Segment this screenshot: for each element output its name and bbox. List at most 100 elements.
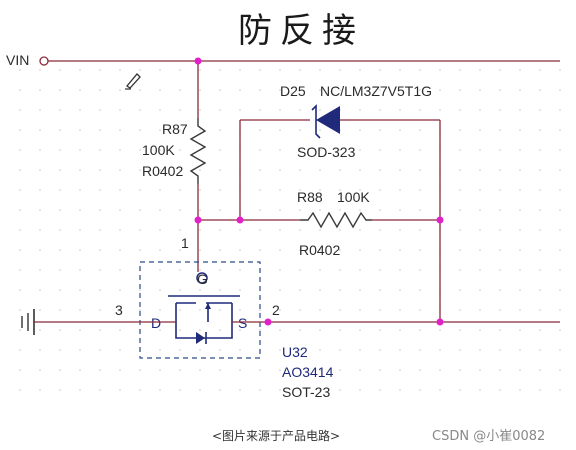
grid-dot	[79, 229, 81, 231]
grid-dot	[119, 369, 121, 371]
grid-dot	[159, 369, 161, 371]
grid-dot	[519, 149, 521, 151]
grid-dot	[479, 169, 481, 171]
grid-dot	[379, 89, 381, 91]
grid-dot	[239, 369, 241, 371]
grid-dot	[179, 329, 181, 331]
grid-dot	[339, 229, 341, 231]
grid-dot	[479, 349, 481, 351]
grid-dot	[79, 149, 81, 151]
grid-dot	[459, 229, 461, 231]
grid-dot	[359, 89, 361, 91]
grid-dot	[159, 169, 161, 171]
grid-dot	[19, 389, 21, 391]
grid-dot	[419, 289, 421, 291]
grid-dot	[379, 389, 381, 391]
grid-dot	[179, 169, 181, 171]
grid-dot	[479, 389, 481, 391]
grid-dot	[559, 169, 561, 171]
grid-dot	[139, 249, 141, 251]
grid-dot	[39, 309, 41, 311]
grid-dot	[159, 289, 161, 291]
grid-dot	[199, 329, 201, 331]
grid-dot	[279, 229, 281, 231]
grid-dot	[539, 349, 541, 351]
grid-dot	[479, 329, 481, 331]
grid-dot	[459, 129, 461, 131]
grid-dot	[139, 289, 141, 291]
grid-dot	[239, 229, 241, 231]
grid-dot	[379, 369, 381, 371]
grid-dot	[519, 229, 521, 231]
grid-dot	[479, 109, 481, 111]
grid-dot	[399, 109, 401, 111]
grid-dot	[359, 389, 361, 391]
grid-dot	[379, 129, 381, 131]
grid-dot	[359, 329, 361, 331]
grid-dot	[279, 169, 281, 171]
grid-dot	[379, 69, 381, 71]
grid-dot	[39, 289, 41, 291]
grid-dot	[459, 149, 461, 151]
grid-dot	[499, 369, 501, 371]
grid-dot	[179, 69, 181, 71]
grid-dot	[219, 189, 221, 191]
grid-dot	[99, 349, 101, 351]
grid-dot	[539, 389, 541, 391]
grid-dot	[79, 189, 81, 191]
grid-dot	[99, 389, 101, 391]
grid-dot	[419, 129, 421, 131]
grid-dot	[519, 109, 521, 111]
grid-dot	[419, 89, 421, 91]
grid-dot	[99, 249, 101, 251]
grid-dot	[159, 229, 161, 231]
grid-dot	[279, 289, 281, 291]
grid-dot	[19, 349, 21, 351]
grid-dot	[319, 149, 321, 151]
grid-dot	[99, 289, 101, 291]
grid-dot	[119, 289, 121, 291]
junction-gate-node	[194, 216, 202, 224]
grid-dot	[259, 389, 261, 391]
grid-dot	[59, 209, 61, 211]
grid-dot	[59, 109, 61, 111]
grid-dot	[319, 69, 321, 71]
u32-label-s: S	[238, 315, 247, 331]
grid-dot	[439, 369, 441, 371]
grid-dot	[79, 309, 81, 311]
grid-dot	[339, 189, 341, 191]
grid-dot	[219, 149, 221, 151]
grid-dot	[339, 209, 341, 211]
grid-dot	[399, 129, 401, 131]
d25-ref: D25	[280, 83, 306, 99]
grid-dot	[299, 309, 301, 311]
grid-dot	[299, 389, 301, 391]
grid-dot	[119, 89, 121, 91]
grid-dot	[99, 189, 101, 191]
grid-dot	[539, 249, 541, 251]
grid-dot	[259, 209, 261, 211]
grid-dot	[379, 189, 381, 191]
grid-dot	[459, 249, 461, 251]
grid-dot	[19, 169, 21, 171]
grid-dot	[259, 369, 261, 371]
grid-dot	[19, 89, 21, 91]
grid-dot	[279, 349, 281, 351]
grid-dot	[539, 129, 541, 131]
grid-dot	[299, 229, 301, 231]
grid-dot	[159, 89, 161, 91]
grid-dot	[559, 369, 561, 371]
grid-dot	[239, 269, 241, 271]
grid-dot	[39, 329, 41, 331]
grid-dot	[119, 149, 121, 151]
grid-dot	[559, 389, 561, 391]
grid-dot	[459, 369, 461, 371]
grid-dot	[259, 129, 261, 131]
grid-dot	[379, 109, 381, 111]
u32-mosfet: G D S	[151, 271, 247, 344]
grid-dot	[199, 269, 201, 271]
grid-dot	[359, 129, 361, 131]
grid-dot	[419, 389, 421, 391]
grid-dot	[79, 369, 81, 371]
grid-dot	[39, 389, 41, 391]
